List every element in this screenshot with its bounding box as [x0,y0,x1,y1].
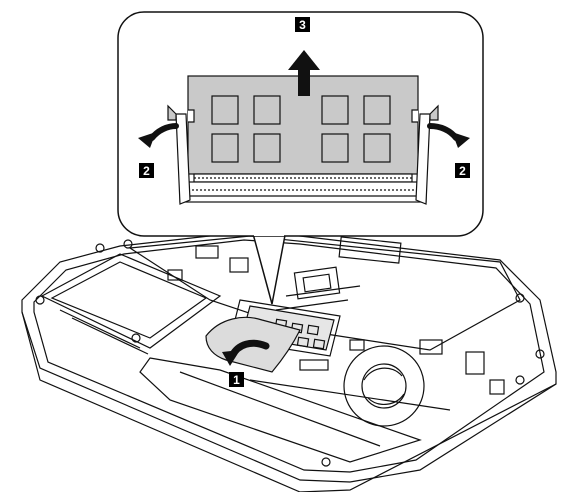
module-notch-left [188,109,195,123]
board-chip [299,359,329,371]
memory-chip [253,133,281,163]
vent-line [285,285,361,297]
hard-drive-rail [59,309,141,349]
screw-post [321,457,331,467]
board-chip [167,269,183,281]
fan-blade [367,393,405,405]
memory-chip [211,95,239,125]
screw-post [535,349,545,359]
callout-pointer [251,229,287,305]
board-chip [489,379,505,395]
screw-post [35,295,45,305]
module-notch-right [411,109,418,123]
callout-seam-mask [254,228,284,236]
battery-area [139,357,422,463]
screw-post [95,243,105,253]
slot-latch-left [175,113,191,205]
step-label-3-text: 3 [299,18,306,32]
memory-chip [321,95,349,125]
board-chip [195,245,219,259]
lift-arrow [288,50,320,96]
laptop-base [21,231,557,493]
step-label-2-right-text: 2 [459,164,466,178]
screw-post [515,293,525,303]
fan-blade [363,367,403,381]
slot-latch-right-tip [429,104,439,121]
screw-post [515,375,525,385]
board-chip [465,351,485,375]
laptop-base-inner-rim [33,239,545,473]
vent-line [275,299,349,311]
board-chip [349,339,365,351]
slot-body [179,181,427,203]
system-board [128,235,521,351]
step-label-2-left-text: 2 [143,164,150,178]
step-label-2-left: 2 [139,163,154,178]
installed-chip [306,324,320,336]
screw-post [131,333,141,343]
step-label-1-text: 1 [233,373,240,387]
memory-chip [253,95,281,125]
latch-arrow-left-head [138,132,156,148]
memory-chip [363,95,391,125]
board-connector [293,266,341,300]
battery-seam [249,379,451,411]
step-label-2-right: 2 [455,163,470,178]
latch-arrow-right-head [452,132,470,148]
screw-post [123,239,133,249]
memory-chip [363,133,391,163]
hard-drive-inner [50,261,208,339]
memory-chip [321,133,349,163]
battery-seam [179,371,381,447]
step-label-3: 3 [295,17,310,32]
installed-chip [296,336,310,348]
board-chip [229,257,249,273]
step-label-1: 1 [229,372,244,387]
board-connector [302,273,332,293]
board-chip [419,339,443,355]
fan-hub [361,363,407,409]
hard-drive-bay [40,253,222,349]
memory-slot-magnified [167,104,439,205]
slot-latch-left-tip [167,104,177,121]
fan [343,345,425,427]
peel-arrowhead [222,350,240,366]
board-chip [338,236,402,264]
memory-chip [211,133,239,163]
laptop-base-outline [21,231,557,483]
hard-drive-rail [71,317,149,355]
installed-chip [312,338,326,350]
slot-latch-right [415,113,431,205]
